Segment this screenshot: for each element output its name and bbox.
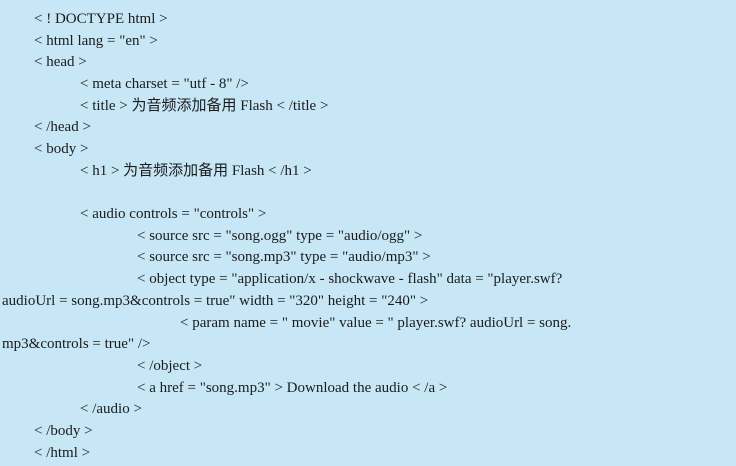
code-line-object-open: < object type = "application/x - shockwa… (137, 271, 563, 287)
code-line-html-open: < html lang = "en" > (34, 33, 158, 49)
code-line-param: < param name = " movie" value = " player… (180, 315, 572, 331)
code-line-h1: < h1 > 为音频添加备用 Flash < /h1 > (80, 163, 312, 179)
code-line-title: < title > 为音频添加备用 Flash < /title > (80, 98, 329, 114)
code-line-head-open: < head > (34, 54, 87, 70)
code-line-html-close: < /html > (34, 445, 91, 461)
code-line-doctype: < ! DOCTYPE html > (34, 11, 168, 27)
code-line-meta: < meta charset = "utf - 8" /> (80, 76, 249, 92)
code-line-body-open: < body > (34, 141, 89, 157)
code-line-audio-open: < audio controls = "controls" > (80, 206, 267, 222)
code-line-head-close: < /head > (34, 119, 91, 135)
code-line-audio-close: < /audio > (80, 401, 142, 417)
code-line-source-ogg: < source src = "song.ogg" type = "audio/… (137, 228, 423, 244)
code-line-body-close: < /body > (34, 423, 93, 439)
code-line-source-mp3: < source src = "song.mp3" type = "audio/… (137, 249, 431, 265)
code-line-param-continued: mp3&controls = true" /> (2, 336, 151, 352)
code-line-object-close: < /object > (137, 358, 203, 374)
code-line-object-continued: audioUrl = song.mp3&controls = true" wid… (2, 293, 429, 309)
code-line-download-link: < a href = "song.mp3" > Download the aud… (137, 380, 448, 396)
